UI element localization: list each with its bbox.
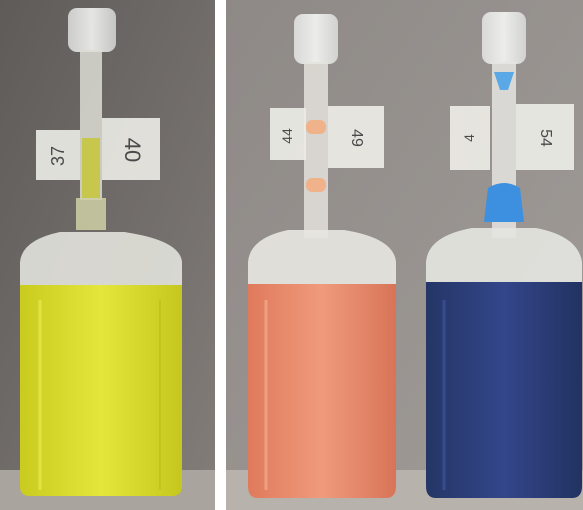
stem-liquid-drop-lower [306, 178, 326, 192]
orange-bottle: 44 49 [248, 14, 396, 498]
blue-bottle: 4 54 [426, 12, 582, 498]
label-right-text: 49 [348, 129, 365, 147]
stem-liquid-drop [306, 120, 326, 134]
bottle-shoulder [426, 228, 582, 292]
left-photo-panel: 37 40 [0, 0, 215, 510]
bottle-neck [76, 198, 106, 230]
stem-liquid-top [494, 72, 514, 90]
bottle-shoulder [20, 232, 182, 290]
label-left-text: 44 [279, 128, 295, 144]
bottle-liquid [426, 282, 582, 498]
label-right-text: 40 [120, 138, 145, 162]
label-right-text: 54 [537, 129, 554, 147]
bottle-shoulder [248, 230, 396, 290]
label-left [450, 106, 490, 170]
left-panel-scene: 37 40 [0, 0, 215, 510]
label-right [102, 118, 160, 180]
bottle-cap [68, 8, 116, 52]
label-left-text: 37 [48, 146, 68, 166]
right-photo-panel: 44 49 4 54 [226, 0, 583, 510]
stem-liquid [82, 138, 100, 198]
label-right [516, 104, 574, 170]
bottle-cap [294, 14, 338, 64]
bottle-liquid [20, 285, 182, 496]
stem-liquid-bottom [484, 183, 524, 222]
label-right [328, 106, 384, 168]
bottle-liquid [248, 284, 396, 498]
label-left-text: 4 [461, 134, 477, 142]
label-left [36, 130, 80, 180]
bottle-cap [482, 12, 526, 64]
bottle-stem [304, 62, 328, 238]
yellow-bottle: 37 40 [20, 8, 182, 496]
label-left [270, 108, 306, 160]
right-panel-scene: 44 49 4 54 [226, 0, 583, 510]
